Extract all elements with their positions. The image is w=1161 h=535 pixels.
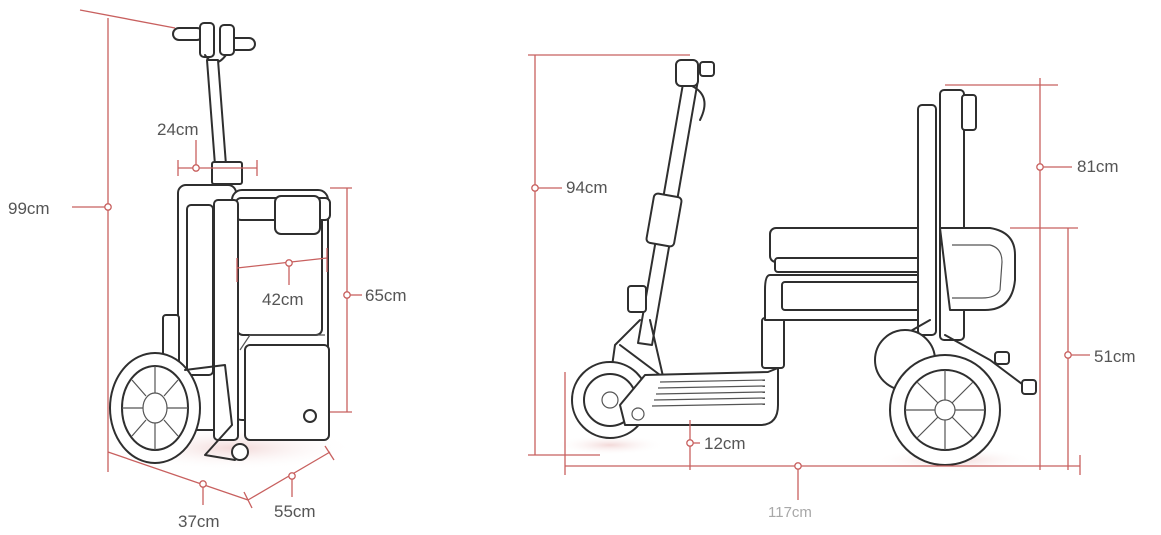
ground-clearance-marker: [686, 439, 694, 447]
folded-base-tick-left: [243, 491, 253, 509]
seat-back-marker: [1036, 163, 1044, 171]
dimension-lines: [72, 9, 1090, 509]
folded-height-label: 99cm: [8, 199, 50, 218]
unfolded-scooter-drawing: [555, 59, 1037, 472]
seat-back-height-label: 81cm: [1077, 157, 1119, 176]
folded-depth-dim-line: [107, 451, 249, 501]
folded-body-width-marker: [285, 259, 293, 267]
length-label: 117cm: [768, 504, 812, 521]
folded-height-dim-top: [79, 9, 176, 29]
ground-clearance-label: 12cm: [704, 434, 746, 453]
folded-body-width-dim-line: [236, 257, 328, 269]
folded-depth-marker: [199, 480, 207, 488]
handlebar-height-marker: [531, 184, 539, 192]
folded-base-tick-right: [324, 445, 335, 461]
seat-height-label: 51cm: [1094, 347, 1136, 366]
folded-body-width-label: 42cm: [262, 290, 304, 309]
folded-handle-width-label: 24cm: [157, 120, 199, 139]
folded-base-width-label: 55cm: [274, 502, 316, 521]
folded-body-height-marker: [343, 291, 351, 299]
seat-height-marker: [1064, 351, 1072, 359]
handlebar-height-label: 94cm: [566, 178, 608, 197]
folded-scooter-drawing: [109, 22, 355, 470]
folded-depth-label: 37cm: [178, 512, 220, 531]
folded-base-marker: [288, 472, 296, 480]
length-marker: [794, 462, 802, 470]
folded-height-marker: [104, 203, 112, 211]
folded-handle-marker: [192, 164, 200, 172]
folded-body-height-label: 65cm: [365, 286, 407, 305]
